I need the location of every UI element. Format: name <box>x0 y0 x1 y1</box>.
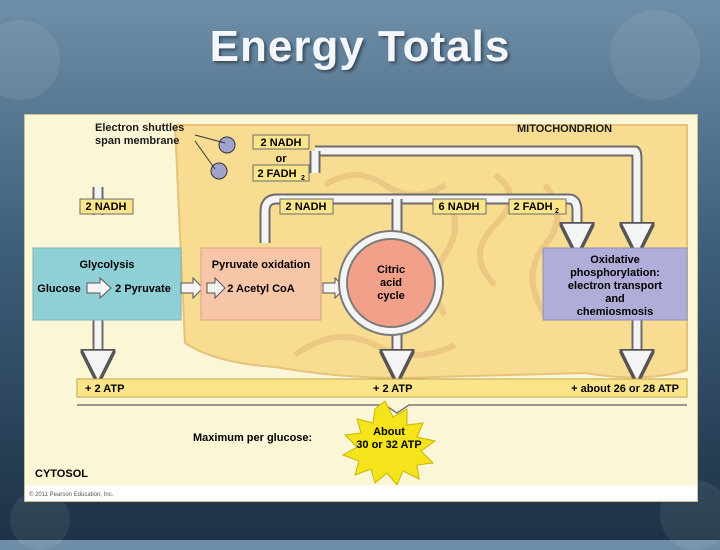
oxphos-line4: and <box>605 293 625 305</box>
oxphos-line2: phosphorylation: <box>570 267 660 279</box>
fadh-top-label: 2 FADH <box>257 168 296 180</box>
energy-diagram: Electron shuttles span membrane MITOCHON… <box>25 115 697 501</box>
copyright-strip <box>25 485 697 501</box>
nadh-mid-label: 2 NADH <box>286 201 327 213</box>
or-label: or <box>276 153 288 165</box>
citric-label-line2: acid <box>380 277 402 289</box>
citric-label-line1: Citric <box>377 264 405 276</box>
shuttle-protein-icon <box>211 163 227 179</box>
nadh-top-label: 2 NADH <box>261 137 302 149</box>
atp-oxphos: + about 26 or 28 ATP <box>571 383 679 395</box>
citric-label-line3: cycle <box>377 290 405 302</box>
fadh-top-subscript: 2 <box>301 175 305 182</box>
slide-title: Energy Totals <box>0 22 720 72</box>
fadh-right-label: 2 FADH <box>513 201 552 213</box>
mitochondrion-label: MITOCHONDRION <box>517 123 612 135</box>
burst-line1: About <box>373 426 405 438</box>
copyright-notice: © 2011 Pearson Education, Inc. <box>29 491 114 498</box>
shuttle-label-line1: Electron shuttles <box>95 122 184 134</box>
oxphos-line3: electron transport <box>568 280 662 292</box>
pyruvate-oxidation-title: Pyruvate oxidation <box>212 259 311 271</box>
energy-diagram-figure: Electron shuttles span membrane MITOCHON… <box>24 114 698 502</box>
nadh-left-label: 2 NADH <box>86 201 127 213</box>
glucose-label: Glucose <box>37 283 80 295</box>
acetyl-coa-label: 2 Acetyl CoA <box>227 283 295 295</box>
pyruvate-label: 2 Pyruvate <box>115 283 171 295</box>
glycolysis-title: Glycolysis <box>79 259 134 271</box>
max-per-glucose-label: Maximum per glucose: <box>193 432 312 444</box>
oxphos-line1: Oxidative <box>590 254 640 266</box>
cytosol-label: CYTOSOL <box>35 468 88 480</box>
fadh-right-subscript: 2 <box>555 208 559 215</box>
atp-citric: + 2 ATP <box>373 383 412 395</box>
nadh-six-label: 6 NADH <box>439 201 480 213</box>
shuttle-label-line2: span membrane <box>95 135 179 147</box>
oxphos-line5: chemiosmosis <box>577 306 653 318</box>
shuttle-protein-icon <box>219 137 235 153</box>
atp-glycolysis: + 2 ATP <box>85 383 124 395</box>
burst-line2: 30 or 32 ATP <box>356 439 421 451</box>
